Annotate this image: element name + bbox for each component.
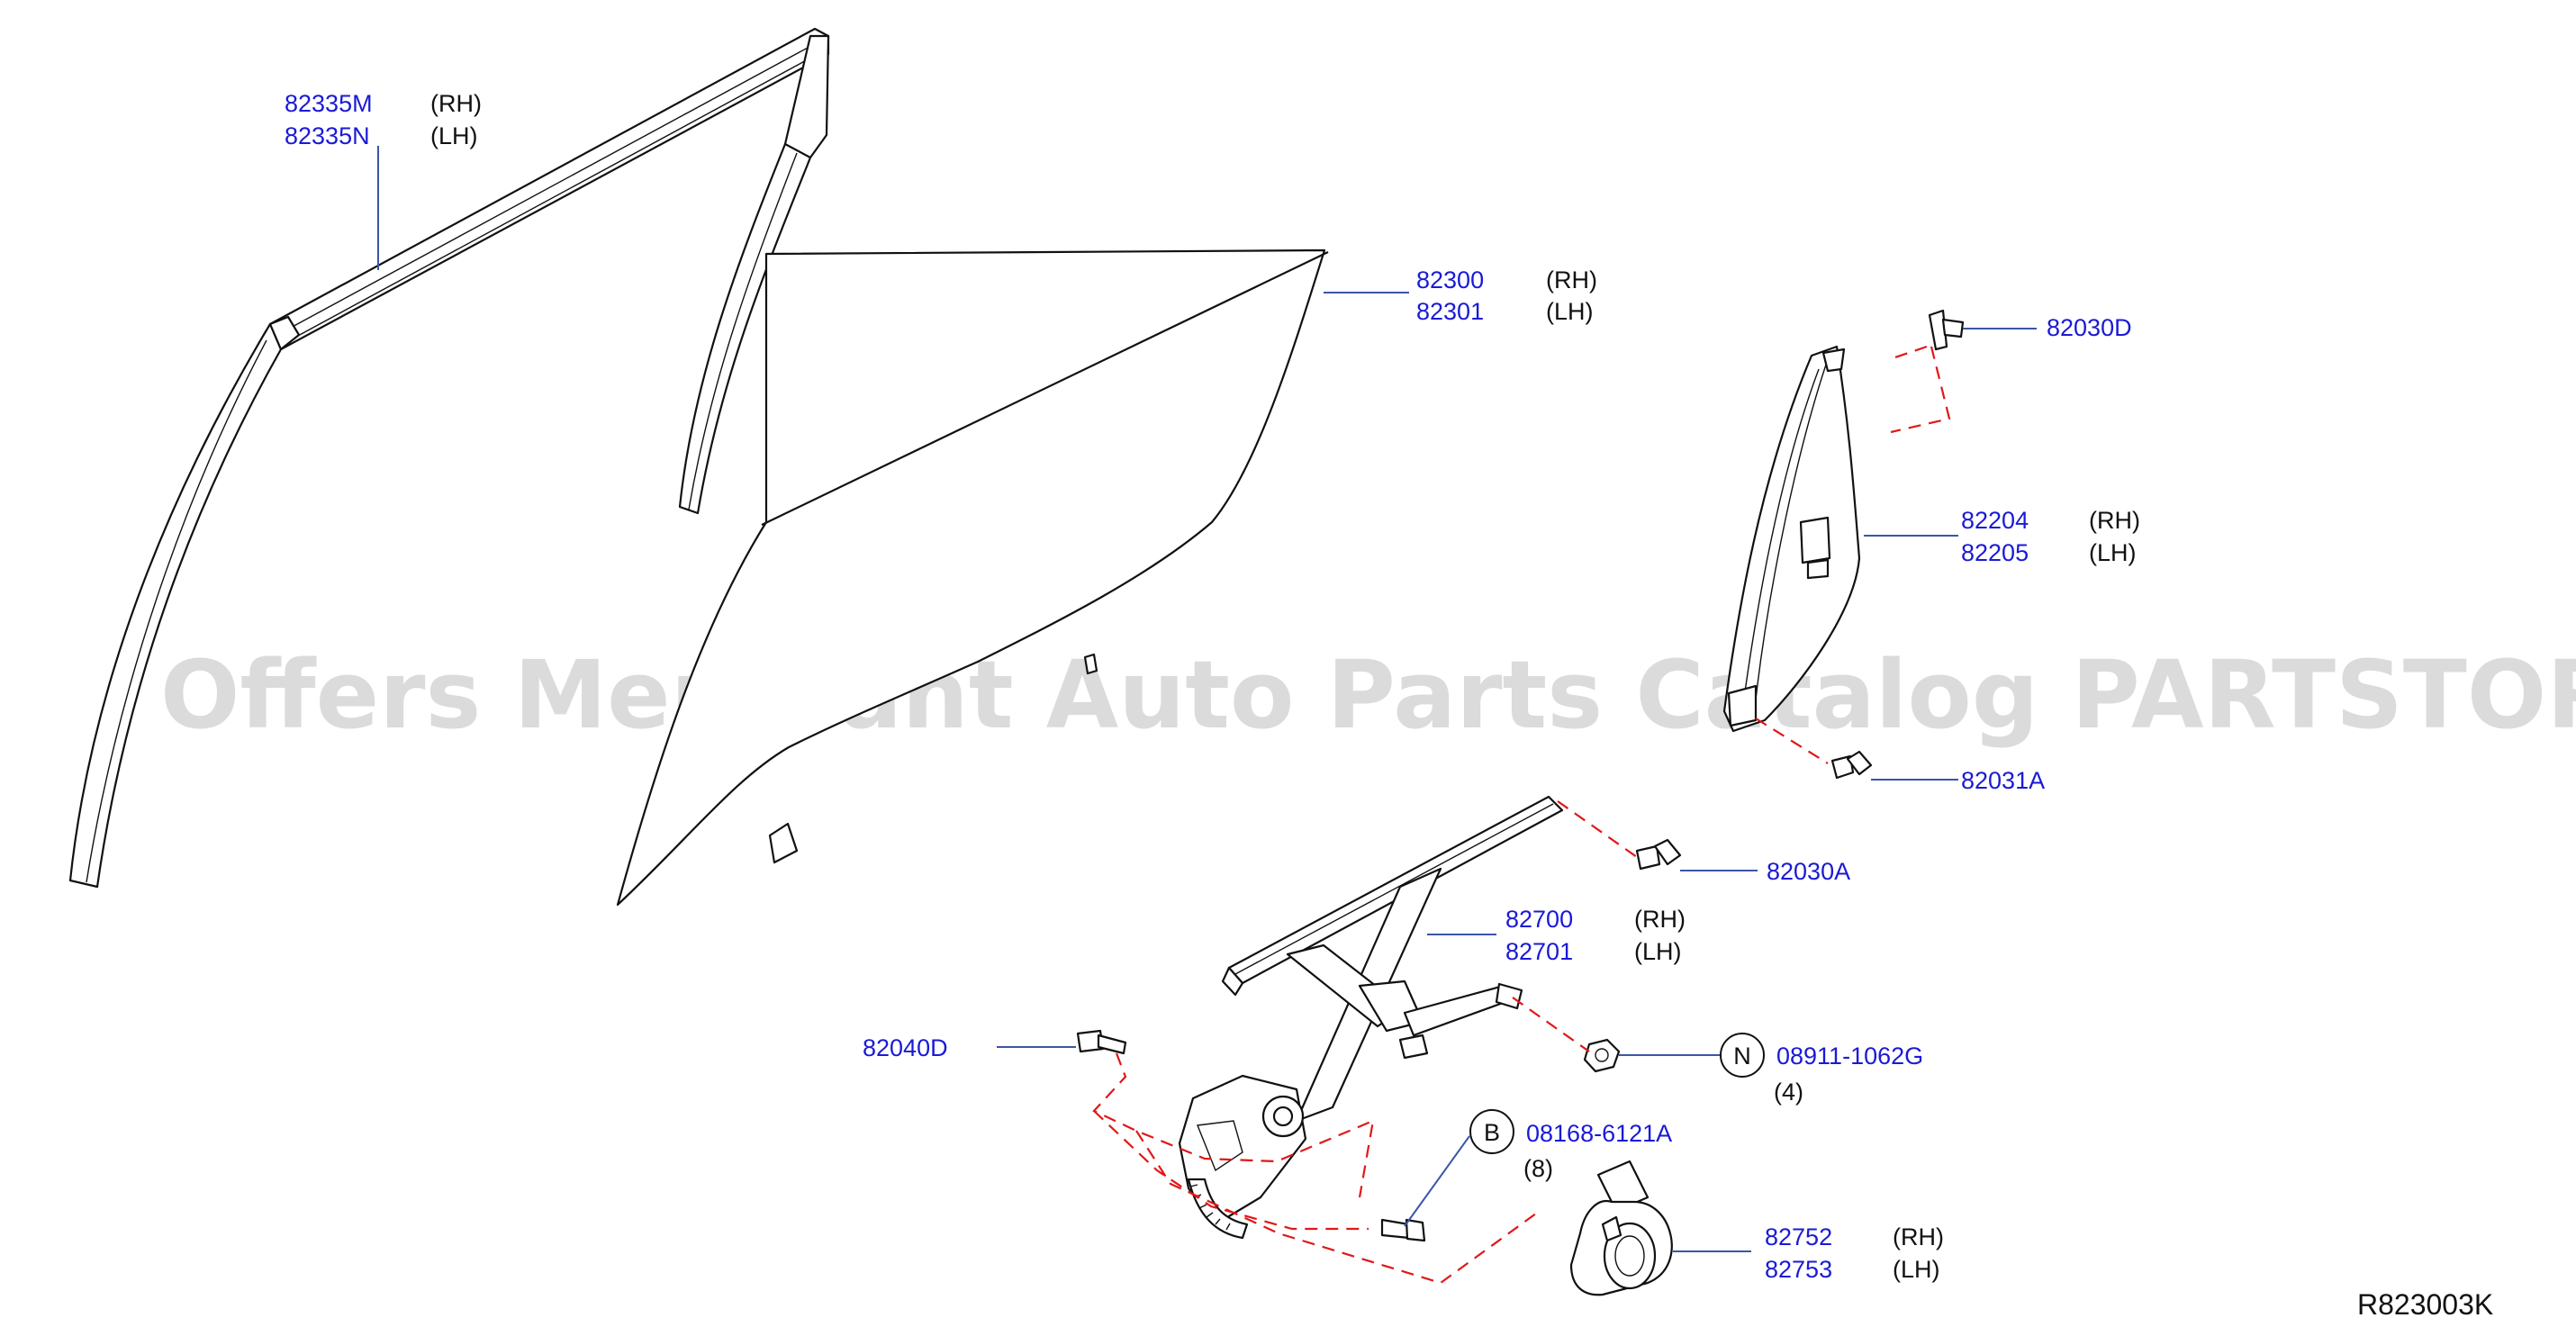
symbol-n: N <box>1733 1043 1751 1070</box>
side-lh: (LH) <box>2089 539 2137 566</box>
side-lh: (LH) <box>1546 298 1594 325</box>
bolt-82040d[interactable] <box>1076 1029 1127 1055</box>
part-number-82301[interactable]: 82301 <box>1416 298 1484 325</box>
window-regulator[interactable] <box>1178 795 1564 1240</box>
part-number-82300[interactable]: 82300 <box>1416 266 1484 293</box>
side-rh: (RH) <box>1893 1223 1944 1250</box>
side-lh: (LH) <box>430 122 478 149</box>
part-number-82205[interactable]: 82205 <box>1961 539 2029 566</box>
callout-82030d[interactable]: 82030D <box>2047 314 2132 341</box>
part-number-82701[interactable]: 82701 <box>1505 938 1573 965</box>
side-lh: (LH) <box>1634 938 1682 965</box>
part-number-82335n[interactable]: 82335N <box>285 122 370 149</box>
side-rh: (RH) <box>430 90 482 117</box>
leader-lines <box>377 146 2037 1252</box>
side-rh: (RH) <box>2089 507 2140 534</box>
partition-sash[interactable] <box>1722 345 1861 733</box>
side-rh: (RH) <box>1546 266 1597 293</box>
side-rh: (RH) <box>1634 906 1686 933</box>
callout-82040d[interactable]: 82040D <box>863 1034 948 1061</box>
callout-82204[interactable]: 82204 (RH) 82205 (LH) <box>1961 507 2140 566</box>
part-number-82700[interactable]: 82700 <box>1505 906 1573 933</box>
callout-82300[interactable]: 82300 (RH) 82301 (LH) <box>1416 266 1597 325</box>
door-sash-frame[interactable] <box>68 27 830 889</box>
part-number-08911-1062g[interactable]: 08911-1062G <box>1776 1043 1923 1070</box>
callout-82700[interactable]: 82700 (RH) 82701 (LH) <box>1505 906 1686 965</box>
diagram-code: R823003K <box>2357 1288 2493 1321</box>
quantity-8: (8) <box>1523 1155 1553 1182</box>
callout-08168-6121a[interactable]: B 08168-6121A (8) <box>1469 1109 1672 1182</box>
callout-82031a[interactable]: 82031A <box>1961 767 2045 794</box>
callout-82752[interactable]: 82752 (RH) 82753 (LH) <box>1765 1223 1944 1283</box>
quantity-4: (4) <box>1774 1079 1803 1106</box>
assembly-guide-lines <box>1092 345 1951 1285</box>
symbol-b: B <box>1484 1119 1500 1146</box>
bolt-82030a[interactable] <box>1635 838 1682 871</box>
nut-08911-1062g[interactable] <box>1583 1038 1621 1073</box>
window-regulator-motor[interactable] <box>1569 1160 1673 1296</box>
bolt-82031a[interactable] <box>1830 750 1873 780</box>
symbol-b-circle <box>1469 1109 1514 1154</box>
bolt-08168-6121a[interactable] <box>1380 1218 1426 1242</box>
part-number-82204[interactable]: 82204 <box>1961 507 2029 534</box>
part-number-82753[interactable]: 82753 <box>1765 1256 1832 1283</box>
clip-82030d[interactable] <box>1928 309 1965 351</box>
callout-82030a[interactable]: 82030A <box>1767 858 1850 885</box>
part-number-82752[interactable]: 82752 <box>1765 1223 1832 1250</box>
side-lh: (LH) <box>1893 1256 1940 1283</box>
symbol-n-circle <box>1720 1033 1765 1078</box>
door-glass[interactable] <box>616 248 1329 907</box>
part-number-82040d[interactable]: 82040D <box>863 1034 948 1061</box>
callout-08911-1062g[interactable]: N 08911-1062G (4) <box>1720 1033 1923 1106</box>
watermark: Offers Merchant Auto Parts Catalog PARTS… <box>160 640 2576 750</box>
callout-82335[interactable]: 82335M (RH) 82335N (LH) <box>285 90 482 149</box>
part-number-82031a[interactable]: 82031A <box>1961 767 2045 794</box>
part-number-82030d[interactable]: 82030D <box>2047 314 2132 341</box>
part-number-82335m[interactable]: 82335M <box>285 90 373 117</box>
part-number-82030a[interactable]: 82030A <box>1767 858 1850 885</box>
part-number-08168-6121a[interactable]: 08168-6121A <box>1526 1120 1672 1147</box>
